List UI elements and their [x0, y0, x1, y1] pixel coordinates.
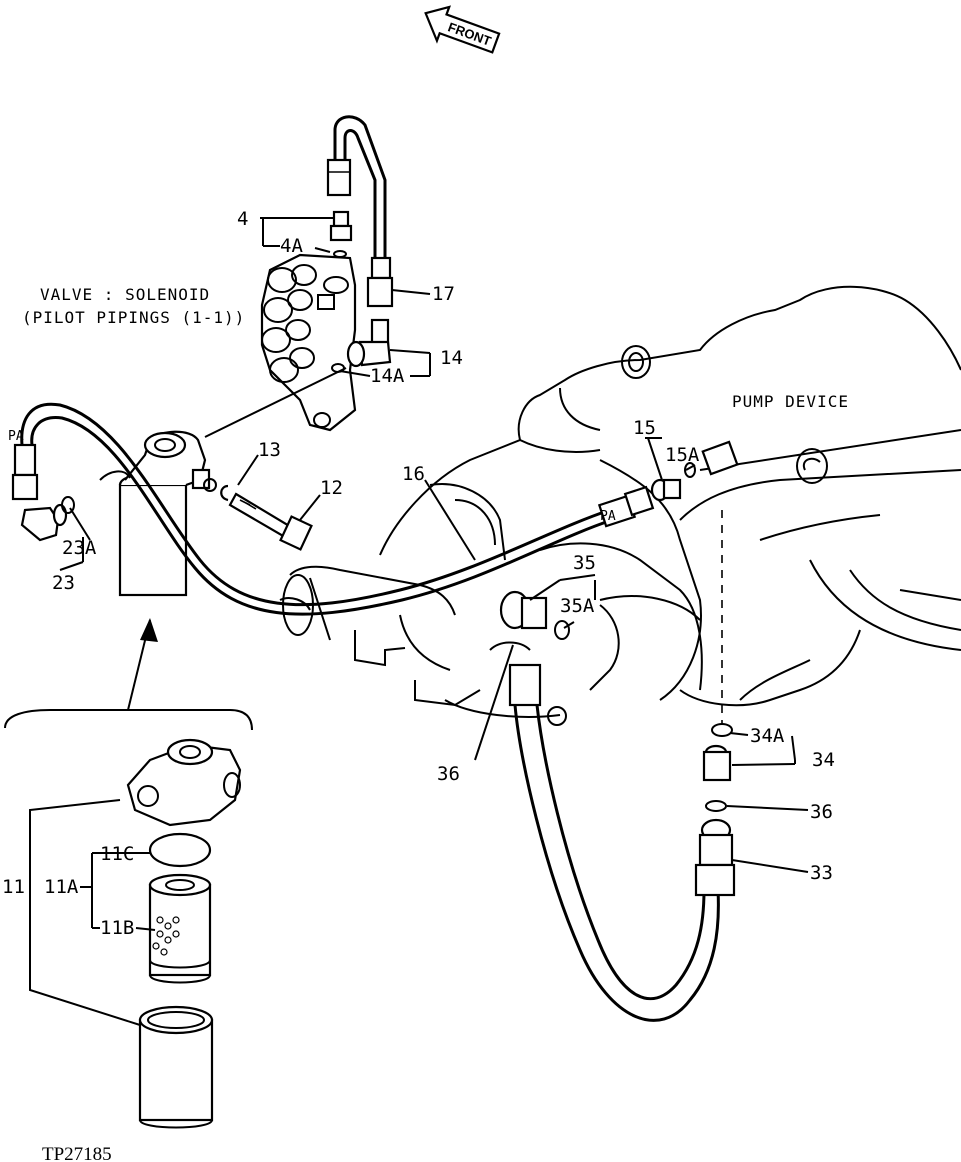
pa-label-hose: PA	[600, 509, 616, 524]
callout-11c: 11C	[100, 843, 134, 865]
callout-13: 13	[258, 439, 281, 461]
lower-hose-33	[508, 663, 736, 1022]
fitting-35	[499, 590, 570, 640]
callout-11: 11	[2, 876, 25, 898]
filter-element-11b	[148, 873, 212, 984]
o-ring-11c	[148, 832, 212, 868]
callout-33: 33	[810, 862, 833, 884]
solenoid-valve-block	[260, 253, 357, 432]
callout-35: 35	[573, 552, 596, 574]
exploded-view-bracket	[4, 709, 253, 731]
callout-15a: 15A	[665, 444, 700, 466]
fitting-34	[702, 723, 733, 812]
callout-34a: 34A	[750, 725, 785, 747]
filter-head-11	[126, 738, 242, 827]
pump-device-housing	[279, 285, 961, 726]
fitting-4	[329, 210, 353, 258]
callout-4: 4	[237, 208, 248, 230]
front-arrow-icon: FRONT	[424, 5, 501, 54]
pilot-pipe-17	[326, 115, 394, 308]
pilot-filter-body	[99, 430, 217, 597]
callout-4a: 4A	[280, 235, 303, 257]
callout-16: 16	[402, 463, 425, 485]
elbow-fitting-14	[331, 318, 392, 373]
callout-15: 15	[633, 417, 656, 439]
pump-device-label: PUMP DEVICE	[732, 392, 849, 411]
callout-34: 34	[812, 749, 835, 771]
leader-lines	[59, 217, 809, 931]
elbow-fitting-23	[20, 496, 75, 542]
callout-23a: 23A	[62, 537, 97, 559]
fitting-15	[650, 440, 739, 502]
filter-bowl	[138, 1005, 214, 1129]
figure-id: TP27185	[42, 1144, 112, 1162]
callout-11b: 11B	[100, 917, 134, 939]
valve-solenoid-subtitle: (PILOT PIPINGS (1-1))	[22, 308, 245, 327]
callout-36-left: 36	[437, 763, 460, 785]
explode-arrow-head	[140, 618, 158, 642]
pilot-hose-16	[20, 402, 611, 607]
callout-12: 12	[320, 477, 343, 499]
ring-13	[220, 484, 229, 502]
hose-end-left	[11, 443, 39, 501]
callout-17: 17	[432, 283, 455, 305]
callout-11a: 11A	[44, 876, 79, 898]
callout-36-right: 36	[810, 801, 833, 823]
hose-end-right	[597, 485, 655, 528]
bolt-12	[228, 492, 313, 551]
pa-label-left: PA	[8, 429, 24, 444]
valve-solenoid-title: VALVE : SOLENOID	[40, 285, 210, 304]
callout-14: 14	[440, 347, 463, 369]
callout-23: 23	[52, 572, 75, 594]
callout-14a: 14A	[370, 365, 405, 387]
bracket-11	[29, 799, 141, 1026]
callout-35a: 35A	[560, 595, 595, 617]
